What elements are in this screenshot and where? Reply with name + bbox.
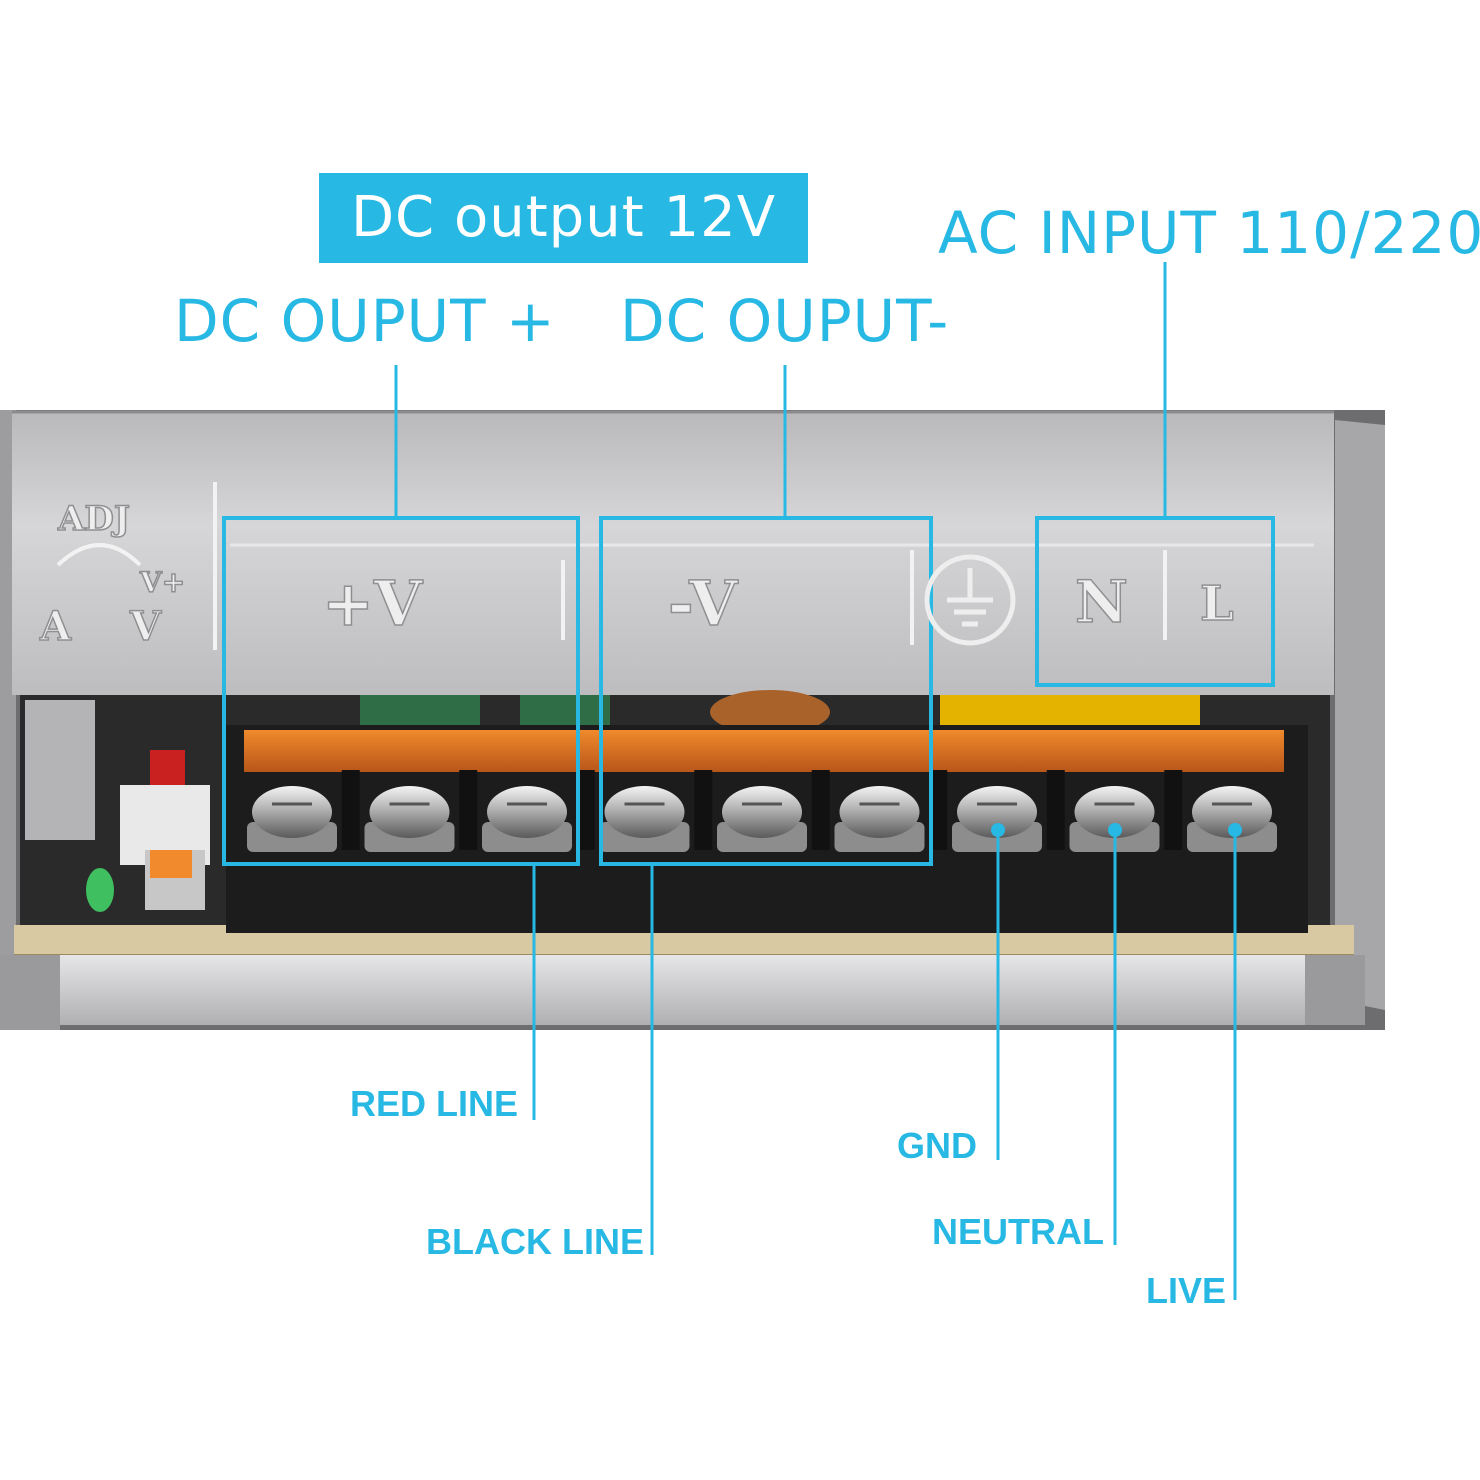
case-side-wall (1335, 420, 1385, 1010)
ac-input-highlight (1035, 516, 1275, 687)
terminal-separator (1164, 770, 1183, 850)
embossed-vplus: V+ (139, 566, 185, 599)
led-indicator (86, 868, 114, 912)
embossed-l: L (1200, 576, 1234, 632)
dc-minus-highlight (599, 516, 933, 866)
embossed-v: V (129, 603, 162, 650)
label-neutral: NEUTRAL (932, 1211, 1104, 1252)
terminal-separator (459, 770, 478, 850)
label-live: LIVE (1146, 1270, 1227, 1311)
terminal-separator (1046, 770, 1065, 850)
title-text: DC output 12V (350, 185, 777, 250)
terminal-separator (811, 770, 830, 850)
terminal-separator (929, 770, 948, 850)
heatsink (25, 700, 95, 840)
ground-symbol-icon (924, 554, 1016, 646)
label-dc-output-plus: DC OUPUT + (174, 287, 556, 355)
terminal-screw (247, 786, 337, 852)
case-lid (12, 412, 1334, 695)
terminal-separator (694, 770, 713, 850)
terminal-screw (599, 786, 690, 852)
embossed-a: A (39, 603, 72, 650)
terminal-screw (717, 786, 807, 852)
label-red-line: RED LINE (350, 1083, 519, 1124)
terminal-screw (1187, 786, 1277, 852)
terminal-separator (341, 770, 360, 850)
embossed-minus-v: -V (668, 567, 738, 640)
inductor-coil (710, 690, 830, 734)
label-black-line: BLACK LINE (426, 1221, 644, 1262)
terminal-screw (482, 786, 572, 852)
label-ac-input: AC INPUT 110/220V (938, 199, 1480, 267)
dc-plus-highlight (222, 516, 580, 866)
terminal-screw (364, 786, 455, 852)
case-bottom-plate (60, 955, 1310, 1025)
adj-arrow-icon (56, 543, 142, 567)
embossed-adj: ADJ (57, 499, 130, 539)
embossed-plus-v: +V (322, 567, 423, 640)
label-gnd: GND (897, 1125, 977, 1166)
title-banner: DC output 12V (319, 173, 808, 263)
terminal-separator (576, 770, 595, 850)
terminal-cover (244, 730, 1284, 772)
label-dc-output-minus: DC OUPUT- (620, 287, 950, 355)
terminal-screw (834, 786, 925, 852)
embossed-n: N (1075, 568, 1128, 636)
